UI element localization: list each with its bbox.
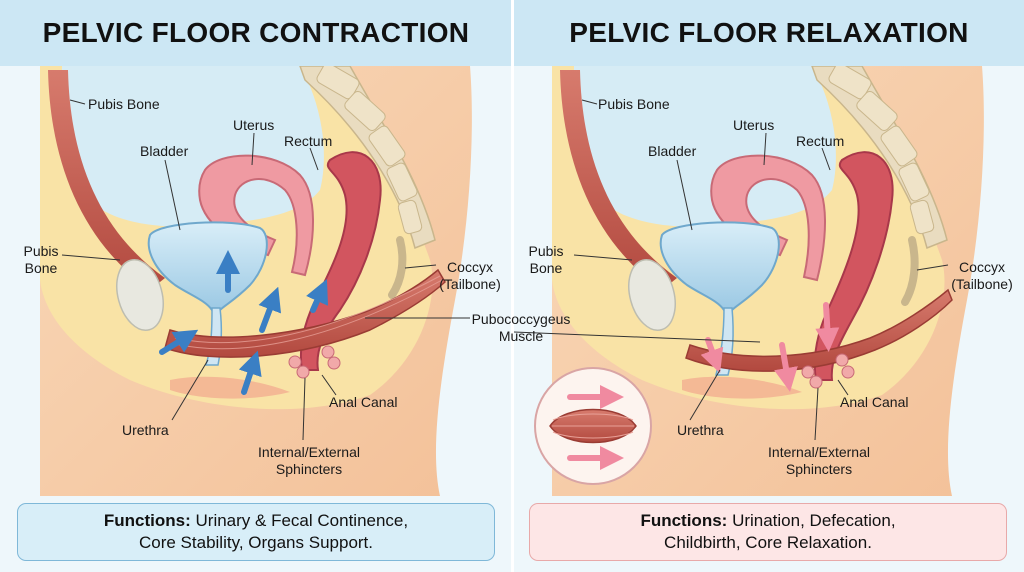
abdominal-muscle-right <box>560 70 677 290</box>
label-sphincters-left: Internal/External Sphincters <box>258 444 360 477</box>
label-pubis-bone-side-right: Pubis Bone <box>528 243 564 276</box>
relaxation-functions-line2: Childbirth, Core Relaxation. <box>664 533 872 552</box>
spine-right <box>811 66 948 306</box>
contraction-title: PELVIC FLOOR CONTRACTION <box>42 17 470 48</box>
spine-left <box>299 66 436 299</box>
leader-lines-right <box>514 99 949 441</box>
sphincters-left <box>288 345 341 379</box>
label-uterus-left: Uterus <box>233 117 275 133</box>
uterus-left <box>198 154 314 277</box>
label-coccyx-right: Coccyx (Tailbone) <box>951 259 1013 292</box>
cavity-left <box>61 66 324 227</box>
contraction-functions-line1: Functions: Urinary & Fecal Continence, <box>103 511 409 530</box>
label-rectum-right: Rectum <box>796 133 845 149</box>
bladder-right <box>659 221 780 311</box>
leader-lines-left <box>61 99 470 441</box>
label-anal-canal-left: Anal Canal <box>329 394 398 410</box>
bladder-left <box>147 221 268 311</box>
label-urethra-right: Urethra <box>677 422 724 438</box>
cavity-right <box>573 66 836 227</box>
label-pubis-bone-side-left: Pubis Bone <box>23 243 59 276</box>
label-pubococcygeus: Pubococcygeus Muscle <box>471 311 571 344</box>
label-sphincters-right: Internal/External Sphincters <box>768 444 870 477</box>
title-band-left <box>0 0 512 66</box>
label-bladder-left: Bladder <box>140 143 189 159</box>
relaxation-functions-box: Functions: Urination, Defecation, Childb… <box>529 503 1007 561</box>
pubic-bone-right <box>628 259 676 331</box>
panel-divider <box>511 0 514 572</box>
relaxation-arrows <box>700 302 840 392</box>
title-band-right <box>514 0 1024 66</box>
label-bladder-right: Bladder <box>648 143 697 159</box>
label-anal-canal-right: Anal Canal <box>840 394 909 410</box>
uterus-right <box>710 154 826 282</box>
relaxed-muscle-inset <box>534 367 652 485</box>
rectum-left <box>299 151 382 371</box>
contraction-anatomy <box>40 66 472 496</box>
relaxation-functions-line1: Functions: Urination, Defecation, <box>640 511 896 530</box>
relaxation-title: PELVIC FLOOR RELAXATION <box>569 17 969 48</box>
relaxation-anatomy <box>514 66 984 496</box>
contraction-arrows <box>159 250 329 395</box>
label-rectum-left: Rectum <box>284 133 333 149</box>
label-coccyx-left: Coccyx (Tailbone) <box>439 259 501 292</box>
label-pubis-bone-top-right: Pubis Bone <box>598 96 670 112</box>
label-uterus-right: Uterus <box>733 117 775 133</box>
contraction-functions-box: Functions: Urinary & Fecal Continence, C… <box>17 503 495 561</box>
perineum-left <box>170 376 290 399</box>
label-pubis-bone-top-left: Pubis Bone <box>88 96 160 112</box>
label-urethra-left: Urethra <box>122 422 169 438</box>
perineum-right <box>682 376 802 399</box>
sphincters-right <box>801 353 855 389</box>
abdominal-muscle-left <box>48 70 165 290</box>
rectum-right <box>813 151 894 381</box>
pubic-bone-left <box>116 259 164 331</box>
contraction-functions-line2: Core Stability, Organs Support. <box>138 533 373 552</box>
